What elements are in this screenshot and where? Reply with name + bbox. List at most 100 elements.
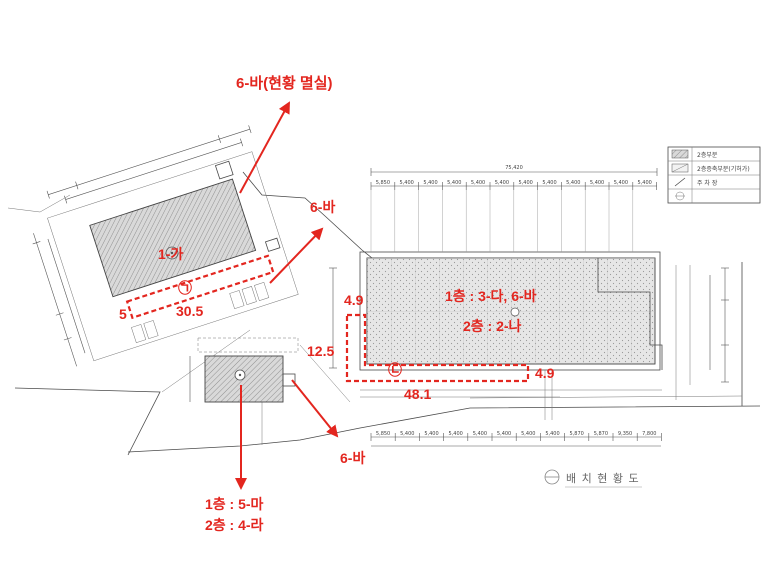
zone-b-marker: ㉡ (388, 362, 402, 378)
arrow-low (291, 379, 339, 438)
dimension-label: 5,400 (471, 180, 485, 186)
legend: 2층부분 2층증축부분(기허가) 주 차 장 (667, 146, 761, 204)
dimension-label: 5,400 (447, 180, 461, 186)
lower-building-floor2-label: 2층 : 4-라 (205, 517, 264, 533)
parking-stall (241, 286, 257, 305)
dimension-label: 5,400 (590, 180, 604, 186)
right-building-frame (359, 251, 661, 371)
arrow-top-label: 6-바(현황 멸실) (236, 74, 333, 92)
dimension-line-left-side2 (47, 238, 86, 354)
building-1ga (89, 178, 257, 298)
left-lot-outline (47, 151, 299, 362)
right-building-step-outline (597, 258, 663, 370)
zone-b-side-length: 12.5 (307, 343, 334, 359)
dimension-label: 5,400 (424, 431, 438, 437)
dimension-label: 5,850 (376, 431, 390, 437)
dimension-tick (217, 135, 221, 143)
dimension-label: 5,400 (473, 431, 487, 437)
dimension-top-total-label: 75,420 (505, 165, 523, 171)
arrow-top (239, 101, 290, 194)
lower-building-center-dot (238, 373, 242, 377)
boundary-line-northwest (7, 194, 71, 213)
boundary-line-mid (299, 344, 351, 403)
dimension-tick (240, 138, 244, 147)
arrow-low-label: 6-바 (340, 450, 365, 466)
dimension-label: 5,870 (570, 431, 584, 437)
dimension-bottom-row: 5,850 5,400 5,400 5,400 5,400 5,400 5,400 5,400… (370, 431, 662, 441)
dimension-label: 5,850 (376, 180, 390, 186)
building-1ga-center-dot (170, 251, 174, 255)
dimension-label: 5,400 (449, 431, 463, 437)
dimension-label: 5,870 (594, 431, 608, 437)
legend-swatch-2f-extension-mark (671, 163, 689, 173)
lower-building-body (204, 355, 284, 403)
lower-building-upper-outline (197, 337, 299, 353)
dimension-line-left-side (33, 233, 77, 367)
legend-parking-symbol (674, 177, 686, 187)
parking-stall (143, 320, 159, 340)
lower-building-floor1-label: 1층 : 5-마 (205, 496, 264, 512)
building-1ga-label: 1-가 (158, 246, 183, 262)
small-structure-east (264, 237, 281, 252)
dimension-tick (248, 125, 252, 134)
dimension-label: 5,400 (566, 180, 580, 186)
right-building-floor1-label: 1층 : 3-다, 6-바 (445, 288, 537, 304)
right-building-floor2-label: 2층 : 2-나 (463, 318, 522, 334)
zone-b-top-width: 4.9 (344, 292, 364, 308)
boundary-line-south (127, 405, 761, 453)
arrow-mid (269, 227, 324, 284)
boundary-line-west (14, 387, 161, 456)
parking-stall (229, 290, 245, 310)
dimension-label: 5,400 (400, 431, 414, 437)
arrow-mid-label: 6-바 (310, 199, 335, 215)
dimension-tick (32, 241, 41, 245)
dimension-label: 5,400 (423, 180, 437, 186)
dimension-label: 7,800 (642, 431, 656, 437)
dimension-top-row: 5,850 5,400 5,400 5,400 5,400 5,400 5,400 5,400… (370, 180, 657, 252)
legend-swatch-2f (671, 149, 689, 159)
parking-stall (254, 282, 270, 301)
dimension-label: 5,400 (519, 180, 533, 186)
legend-item-label: 주 차 장 (697, 179, 718, 187)
dimension-tick (46, 190, 50, 199)
building-1ga-center-marker (165, 246, 179, 260)
lower-building-annex (282, 373, 296, 387)
boundary-line-north (242, 171, 373, 259)
annotation-arrows (235, 101, 339, 490)
dimension-label: 5,400 (638, 180, 652, 186)
right-building-center-marker (510, 307, 520, 317)
parking-stall (131, 324, 147, 344)
zone-a-marker: ㉠ (178, 280, 192, 296)
dimension-label: 5,400 (614, 180, 628, 186)
dimension-label: 5,400 (400, 180, 414, 186)
zone-a-length: 30.5 (176, 303, 203, 319)
zone-b-length: 48.1 (404, 386, 431, 402)
dimension-tick (64, 195, 68, 204)
drawing-title: 배 치 현 황 도 (566, 472, 640, 485)
dimension-label: 5,400 (545, 431, 559, 437)
dimension-label: 5,400 (521, 431, 535, 437)
dimension-label: 5,400 (497, 431, 511, 437)
dimension-label: 5,400 (495, 180, 509, 186)
zone-b-dashed-area (345, 313, 530, 383)
dimension-tick (63, 337, 72, 341)
right-building: 75,420 (329, 165, 729, 447)
legend-item-label: 2층증축부분(기허가) (697, 165, 750, 173)
dimension-tick (55, 312, 64, 316)
legend-item-label: 2층부분 (697, 151, 718, 159)
left-lot (32, 125, 299, 367)
dimension-line-left-top (48, 128, 250, 195)
dimension-line-left-top2 (65, 142, 242, 200)
boundary-line-southeast (469, 395, 743, 399)
lower-building (189, 337, 299, 403)
zone-a-dashed-area (125, 254, 275, 320)
zone-b-end-width: 4.9 (535, 365, 555, 381)
drawing-title-block: 배 치 현 황 도 (544, 469, 642, 488)
dimension-label: 9,350 (618, 431, 632, 437)
zone-a-width: 5 (119, 306, 127, 322)
dimension-tick (75, 181, 79, 190)
small-structure-top (214, 160, 234, 180)
dimension-label: 5,400 (542, 180, 556, 186)
annotation-labels: 6-바(현황 멸실) 6-바 6-바 1-가 ㉠ 30.5 5 1층 : 3-다… (119, 74, 555, 533)
